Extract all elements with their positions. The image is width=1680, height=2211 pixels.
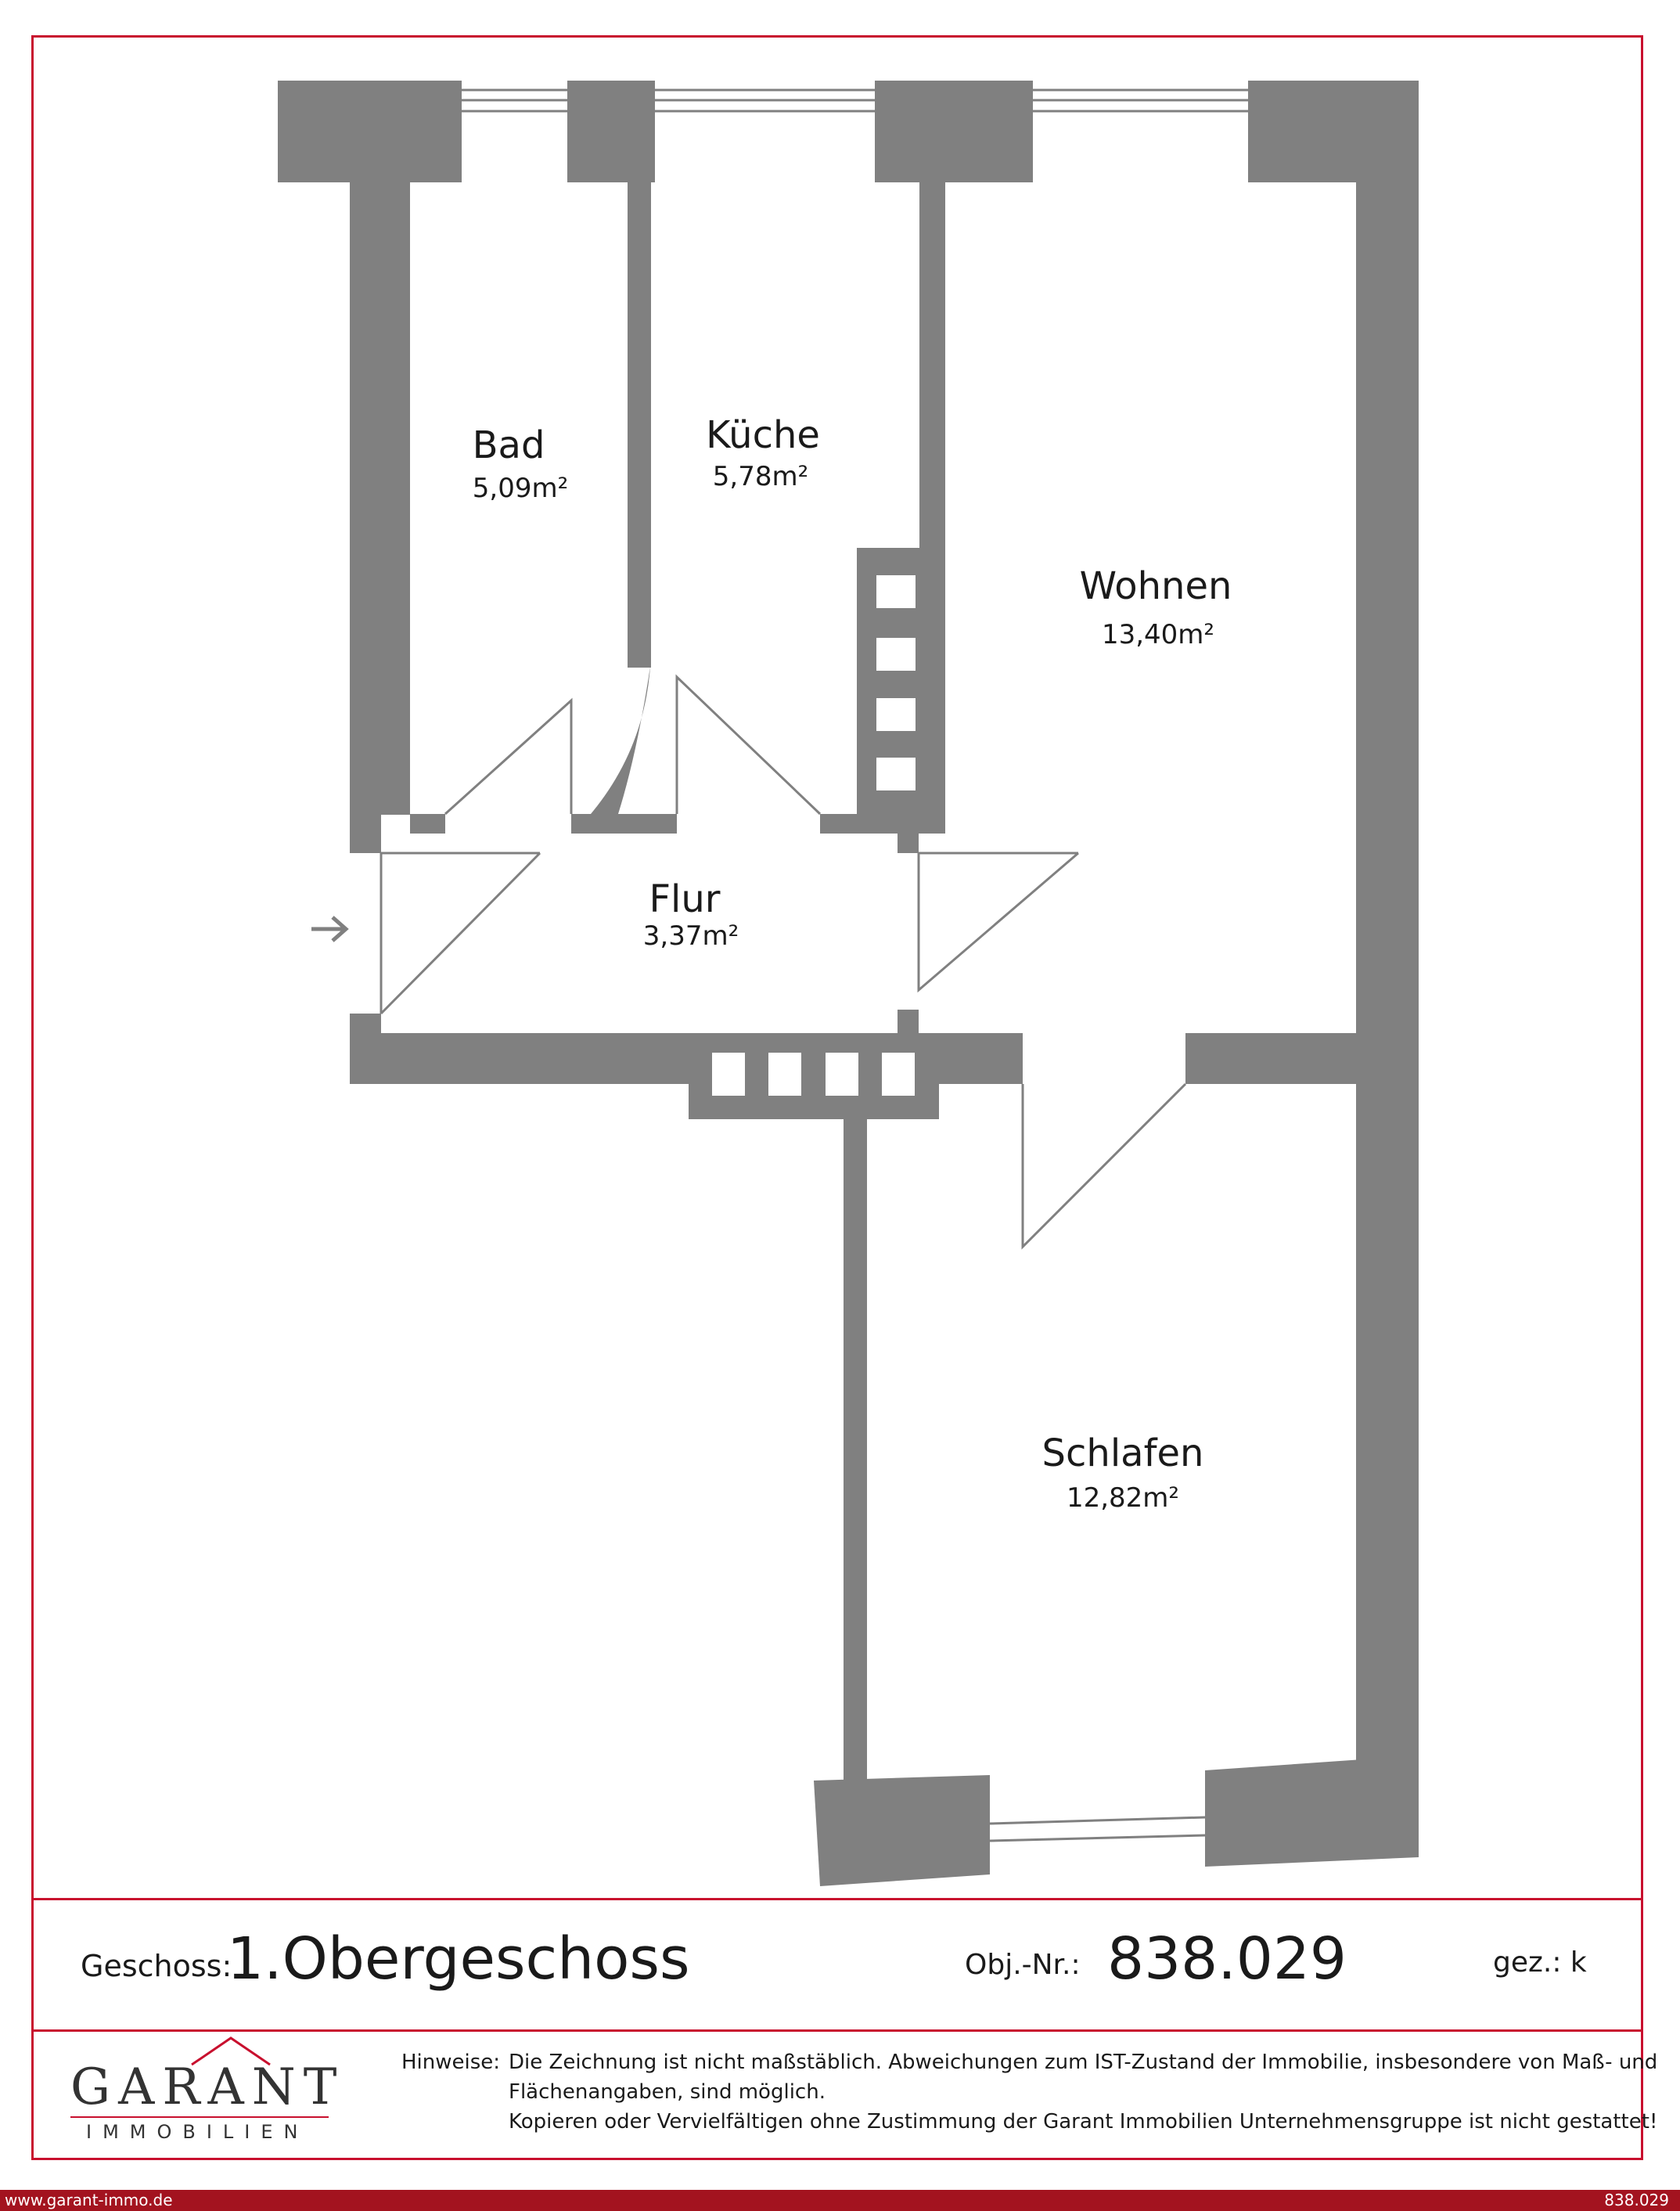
flues <box>712 575 916 1096</box>
wall-segment <box>1356 81 1419 1857</box>
wall-segment <box>875 81 1033 182</box>
garant-logo: GARANT IMMOBILIEN <box>63 2035 344 2152</box>
room-name-bad: Bad <box>473 423 545 467</box>
wall-segment <box>571 814 677 834</box>
geschoss-value: 1.Obergeschoss <box>227 1925 690 1993</box>
flue <box>882 1053 915 1096</box>
room-name-schlafen: Schlafen <box>1042 1431 1204 1475</box>
wall-segment <box>1205 1755 1419 1867</box>
flue <box>876 638 916 671</box>
flue <box>712 1053 745 1096</box>
wall-segment <box>919 182 945 815</box>
logo-main-text: GARANT <box>70 2058 345 2116</box>
footer-bar <box>0 2190 1680 2211</box>
hinweise-line: Kopieren oder Vervielfältigen ohne Zusti… <box>509 2110 1658 2134</box>
wall-segment <box>350 182 410 815</box>
arrow-right-icon <box>311 916 349 942</box>
window-line <box>989 1816 1206 1825</box>
room-area-flur: 3,37m² <box>643 920 739 952</box>
wall-segment <box>898 1010 919 1033</box>
obj-value: 838.029 <box>1107 1925 1347 1993</box>
room-name-kueche: Küche <box>706 413 820 457</box>
wall-segment <box>350 814 381 853</box>
door-swing <box>444 697 573 816</box>
gez-label: gez.: k <box>1493 1946 1587 1979</box>
flue <box>768 1053 801 1096</box>
divider <box>34 2029 1641 2032</box>
wall-segment <box>567 81 655 182</box>
floor-plan: Bad 5,09m² Küche 5,78m² Wohnen 13,40m² F… <box>278 81 1419 1886</box>
divider <box>34 1898 1641 1900</box>
wall-segment <box>410 814 445 834</box>
room-area-wohnen: 13,40m² <box>1102 619 1214 650</box>
geschoss-label: Geschoss: <box>81 1949 232 1983</box>
flue <box>876 758 916 790</box>
sliding-door <box>591 650 651 814</box>
room-area-schlafen: 12,82m² <box>1067 1482 1179 1514</box>
room-name-flur: Flur <box>649 877 720 921</box>
hinweise-line: Flächenangaben, sind möglich. <box>509 2080 826 2104</box>
wall-segment <box>898 814 919 853</box>
door-swing <box>1021 1082 1187 1250</box>
room-name-wohnen: Wohnen <box>1080 564 1232 608</box>
hinweise-line: Die Zeichnung ist nicht maßstäblich. Abw… <box>509 2051 1658 2074</box>
page-frame <box>31 35 1643 2160</box>
wall-segment <box>1185 1033 1356 1084</box>
hinweise-label: Hinweise: <box>401 2051 501 2074</box>
wall-segment <box>814 1775 990 1886</box>
room-area-bad: 5,09m² <box>473 473 568 504</box>
room-area-kueche: 5,78m² <box>713 461 808 492</box>
wall-segment <box>628 182 651 668</box>
flue <box>876 698 916 731</box>
flue <box>826 1053 858 1096</box>
obj-label: Obj.-Nr.: <box>965 1949 1081 1981</box>
windows <box>462 88 1248 1842</box>
footer-id: 838.029 <box>1604 2191 1669 2209</box>
wall-segment <box>820 814 945 834</box>
flue <box>876 575 916 608</box>
window-line <box>989 1834 1206 1842</box>
logo-line <box>70 2116 329 2118</box>
wall-segment <box>278 81 462 182</box>
door-swing <box>380 852 541 1015</box>
footer-url[interactable]: www.garant-immo.de <box>5 2191 173 2209</box>
door-swing <box>917 852 1079 993</box>
logo-sub-text: IMMOBILIEN <box>86 2121 309 2143</box>
doors <box>380 674 1187 1250</box>
roof-icon <box>191 2036 271 2066</box>
walls <box>278 81 1419 1886</box>
wall-segment <box>844 1119 867 1781</box>
door-swing <box>675 674 822 816</box>
